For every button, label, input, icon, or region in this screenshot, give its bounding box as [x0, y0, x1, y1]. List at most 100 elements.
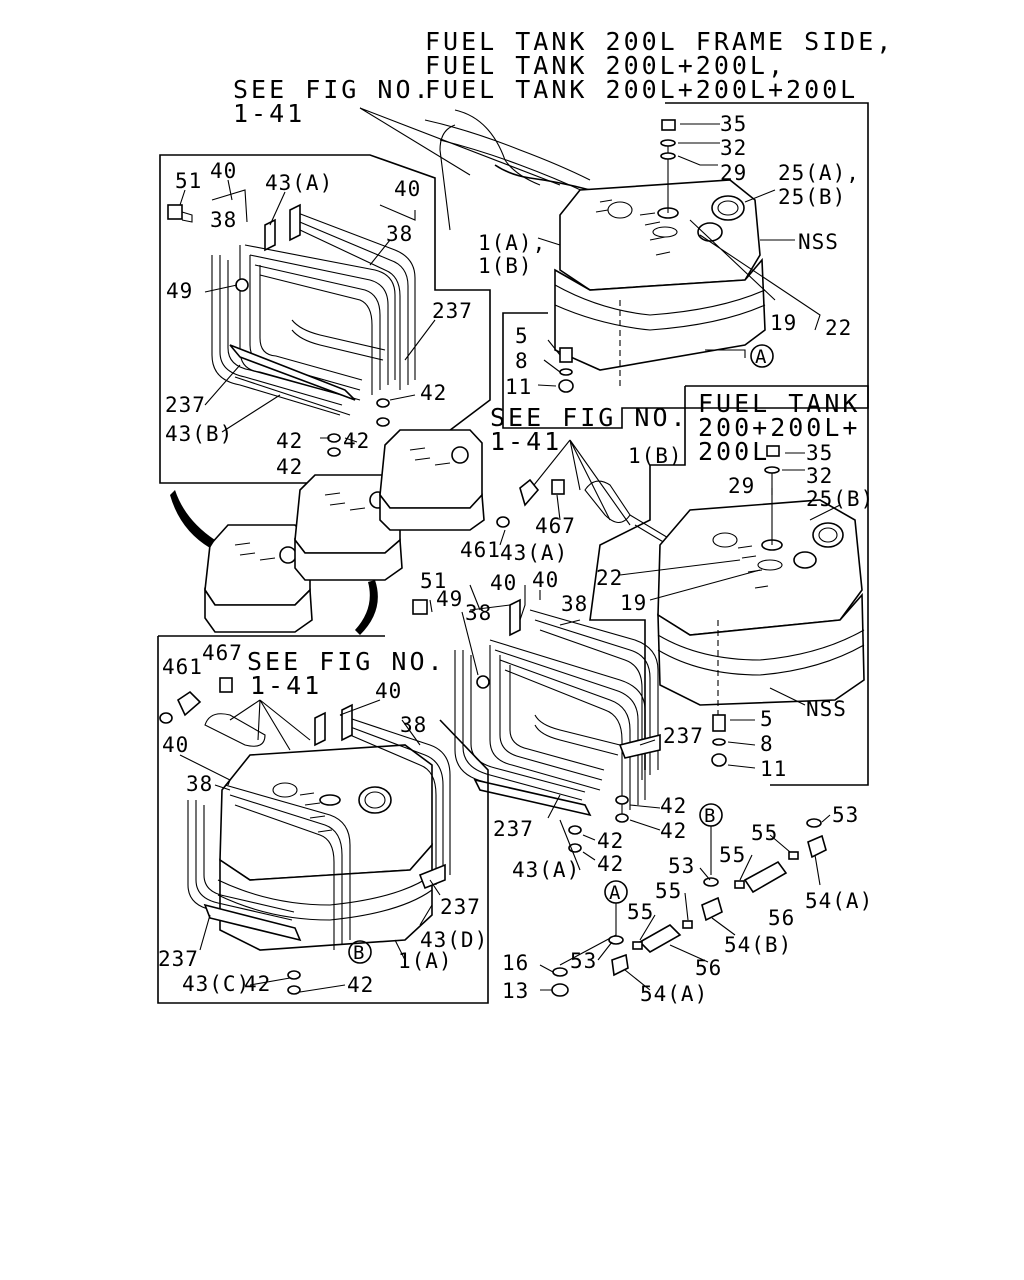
part-1a-label-top: 1(A), — [478, 231, 546, 255]
bolt-51-top — [167, 204, 193, 223]
see-fig-number-top: 1-41 — [233, 99, 305, 128]
callout-b-bottom: B — [353, 942, 364, 964]
part-49-label-mid: 49 — [436, 587, 463, 611]
part-51-label-mid: 51 — [420, 569, 447, 593]
callout-b-circle-bottom — [348, 940, 372, 964]
part-25a-label-top: 25(A), — [778, 161, 860, 185]
part-43a-label-tl: 43(A) — [265, 171, 333, 195]
hose-56-lower — [638, 924, 682, 953]
part-237-label-bl-1: 237 — [440, 895, 481, 919]
part-237-label-tl-2: 237 — [165, 393, 206, 417]
title-line-3: FUEL TANK 200L+200L+200L — [425, 75, 858, 104]
part-467-label-bottom: 467 — [202, 641, 243, 665]
nss-label-mid: NSS — [806, 697, 847, 721]
part-29-label-top: 29 — [720, 161, 747, 185]
callout-b-fittings: B — [704, 805, 715, 827]
part-42-label-mid-2: 42 — [660, 819, 687, 843]
see-fig-number-mid: 1-41 — [490, 427, 562, 456]
part-237-label-tl-1: 237 — [432, 299, 473, 323]
nut-49-top — [235, 278, 249, 292]
part-38-label-tl-1: 38 — [210, 208, 237, 232]
part-29-label-mid: 29 — [728, 474, 755, 498]
top-right-assembly-box: 35 32 29 25(A), 25(B) 1(A), 1(B) 19 22 5… — [478, 102, 869, 429]
part-42-label-bl-1: 42 — [244, 972, 271, 996]
see-fig-note-mid: SEE FIG NO. — [490, 403, 689, 432]
part-11-label-mid: 11 — [760, 757, 787, 781]
part-42-label-mid-4: 42 — [597, 852, 624, 876]
see-fig-leader-top — [359, 107, 561, 186]
mid-leaders-2 — [461, 611, 661, 831]
pointer-arrow-upper — [170, 490, 215, 548]
part-40-label-tl-2: 40 — [394, 177, 421, 201]
fuel-tank-200l-mid — [657, 470, 865, 720]
part-25b-label-mid: 25(B) — [806, 487, 874, 511]
callout-a-top: A — [755, 346, 767, 368]
part-55-label-f1: 55 — [751, 821, 778, 845]
part-49-label-top: 49 — [166, 279, 193, 303]
part-35-label-mid: 35 — [806, 441, 833, 465]
right-box-title-1: FUEL TANK — [698, 389, 860, 418]
part-237-label-mid-2: 237 — [493, 817, 534, 841]
part-42-label-tl-4: 42 — [276, 455, 303, 479]
part-467-label-mid: 467 — [535, 514, 576, 538]
bottom-left-assembly-box: SEE FIG NO. 1-41 461 467 — [157, 635, 489, 1004]
part-56-label-f1: 56 — [768, 906, 795, 930]
part-55-label-f2: 55 — [719, 843, 746, 867]
part-22-label-top: 22 — [825, 316, 852, 340]
part-32-label-top: 32 — [720, 136, 747, 160]
callout-a-fittings: A — [609, 882, 621, 904]
part-19-label-top: 19 — [770, 311, 797, 335]
part-32-label-mid: 32 — [806, 464, 833, 488]
part-1a-label-bl: 1(A) — [398, 949, 453, 973]
part-25b-label-top: 25(B) — [778, 185, 846, 209]
frame-rail-top — [424, 109, 631, 231]
title-block: FUEL TANK 200L FRAME SIDE, FUEL TANK 200… — [425, 27, 891, 104]
see-fig-note-top: SEE FIG NO. — [233, 75, 432, 104]
part-8-label-top: 8 — [515, 349, 529, 373]
part-51-label-top: 51 — [175, 169, 202, 193]
part-43c-label-bl: 43(C) — [182, 972, 250, 996]
part-16-label-f: 16 — [502, 951, 529, 975]
part-54a-label-f1: 54(A) — [805, 889, 873, 913]
part-5-label-top: 5 — [515, 324, 529, 348]
part-43a-label-mid-1: 43(A) — [500, 541, 568, 565]
see-fig-leader-mid — [529, 439, 631, 526]
overview-tanks — [170, 429, 485, 635]
part-22-label-mid: 22 — [596, 566, 623, 590]
part-5-label-mid: 5 — [760, 707, 774, 731]
part-40-label-mid-2: 40 — [532, 568, 559, 592]
bolt-35-top — [660, 119, 676, 160]
see-fig-number-bottom: 1-41 — [250, 671, 322, 700]
part-8-label-mid: 8 — [760, 732, 774, 756]
pipe-clamp-mid — [496, 478, 686, 556]
overview-tank-2 — [294, 474, 403, 581]
bolt-35-mid — [764, 445, 780, 474]
part-53-label-f2: 53 — [668, 854, 695, 878]
part-38-label-bl-2: 38 — [186, 772, 213, 796]
part-42-label-tl-2: 42 — [276, 429, 303, 453]
part-42-label-mid-1: 42 — [660, 794, 687, 818]
part-43b-label-tl: 43(B) — [165, 422, 233, 446]
part-54a-label-f2: 54(A) — [640, 982, 708, 1006]
part-43d-label-bl: 43(D) — [420, 928, 488, 952]
part-461-label-bottom: 461 — [162, 655, 203, 679]
part-40-label-bl-1: 40 — [375, 679, 402, 703]
pipe-clamp-bottom — [159, 677, 266, 747]
nss-label-top: NSS — [798, 230, 839, 254]
part-35-label-top: 35 — [720, 112, 747, 136]
hose-56-upper — [743, 860, 788, 894]
part-40-label-tl-1: 40 — [210, 159, 237, 183]
part-1b-label-mid: 1(B) — [628, 444, 683, 468]
straps-mid — [412, 598, 661, 853]
right-box-title-3: 200L — [698, 437, 770, 466]
title-line-2: FUEL TANK 200L+200L, — [425, 51, 786, 80]
part-42-label-mid-3: 42 — [597, 829, 624, 853]
part-38-label-bl-1: 38 — [400, 713, 427, 737]
part-461-label-mid: 461 — [460, 538, 501, 562]
part-55-label-f4: 55 — [627, 900, 654, 924]
part-237-label-bl-2: 237 — [158, 947, 199, 971]
callout-a-circle-top — [750, 344, 774, 368]
part-43a-label-mid-2: 43(A) — [512, 858, 580, 882]
mid-right-assembly-box: FUEL TANK 200+200L+ 200L — [589, 385, 874, 786]
